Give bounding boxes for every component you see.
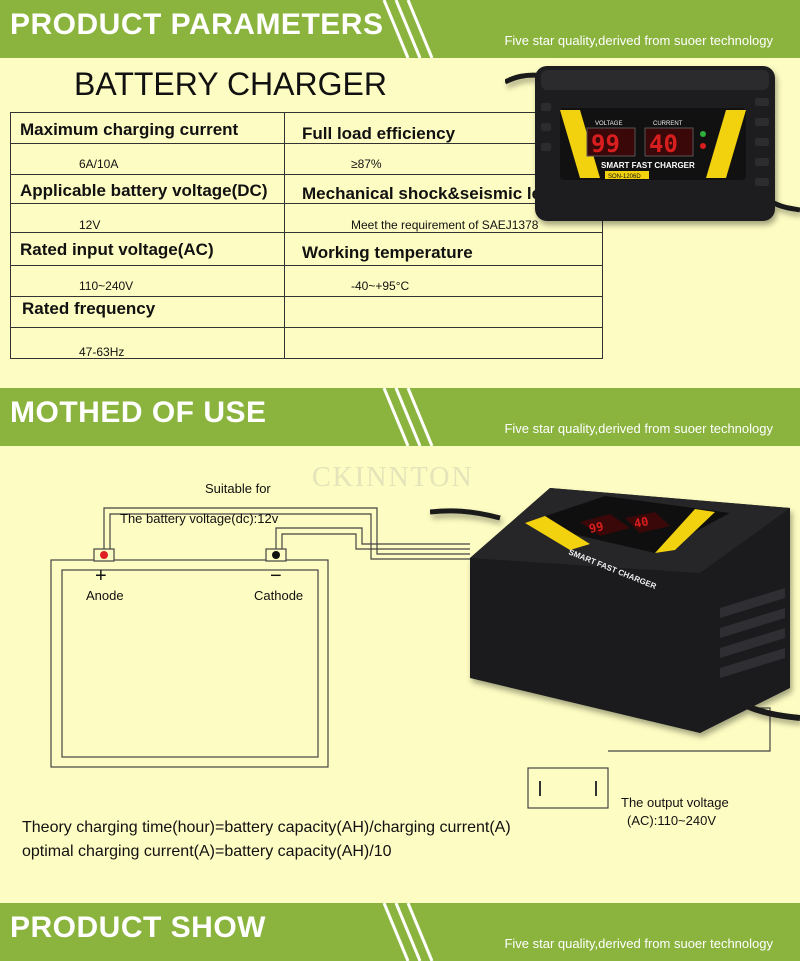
svg-text:40: 40	[633, 514, 650, 531]
svg-text:99: 99	[588, 519, 605, 536]
spec-value-shock-levels: Meet the requirement of SAEJ1378	[351, 218, 539, 232]
spec-value-battery-voltage: 12V	[79, 218, 101, 232]
cathode-label: Cathode	[254, 588, 304, 603]
banner-slash-decoration	[382, 388, 434, 446]
svg-text:40: 40	[649, 130, 678, 158]
spec-label-efficiency: Full load efficiency	[302, 124, 456, 143]
spec-label-frequency: Rated frequency	[22, 299, 156, 318]
formula-optimal-current: optimal charging current(A)=battery capa…	[22, 843, 392, 860]
spec-label-shock-levels: Mechanical shock&seismic levels	[302, 184, 575, 203]
anode-label: Anode	[86, 588, 124, 603]
svg-text:VOLTAGE: VOLTAGE	[595, 121, 622, 127]
spec-label-max-current: Maximum charging current	[20, 120, 239, 139]
banner-title: PRODUCT PARAMETERS	[10, 8, 384, 41]
spec-table	[10, 112, 603, 359]
spec-label-battery-voltage: Applicable battery voltage(DC)	[20, 181, 268, 200]
spec-value-efficiency: ≥87%	[351, 157, 382, 171]
svg-text:SON-1206D: SON-1206D	[608, 174, 641, 180]
spec-value-input-voltage: 110~240V	[79, 279, 134, 293]
battery-voltage-label: The battery voltage(dc):12v	[120, 511, 279, 526]
spec-label-working-temp: Working temperature	[302, 243, 473, 262]
svg-text:CURRENT: CURRENT	[653, 121, 683, 127]
banner-slash-decoration	[382, 903, 434, 961]
svg-text:SMART FAST CHARGER: SMART FAST CHARGER	[601, 161, 695, 170]
cathode-symbol: −	[270, 565, 282, 587]
banner-subtitle: Five star quality,derived from suoer tec…	[504, 33, 773, 48]
spec-value-max-current: 6A/10A	[79, 157, 119, 171]
spec-value-frequency: 47-63Hz	[79, 345, 125, 359]
product-title: BATTERY CHARGER	[74, 66, 387, 102]
svg-text:99: 99	[591, 130, 620, 158]
anode-symbol: +	[95, 565, 107, 587]
banner-subtitle: Five star quality,derived from suoer tec…	[504, 936, 773, 951]
charger-diagram-image: 99 40 SMART FAST CHARGER	[430, 488, 800, 733]
banner-slash-decoration	[382, 0, 434, 58]
output-voltage-label-line2: (AC):110~240V	[627, 813, 717, 828]
watermark: CKINNTON	[312, 462, 474, 493]
banner-method-of-use: MOTHED OF USE Five star quality,derived …	[0, 388, 800, 446]
spec-value-working-temp: -40~+95°C	[351, 279, 410, 293]
banner-title: PRODUCT SHOW	[10, 911, 266, 944]
formula-charging-time: Theory charging time(hour)=battery capac…	[22, 819, 511, 836]
charger-product-image: 99 40 VOLTAGE CURRENT SMART FAST CHARGER…	[505, 66, 800, 221]
banner-product-parameters: PRODUCT PARAMETERS Five star quality,der…	[0, 0, 800, 58]
banner-title: MOTHED OF USE	[10, 396, 267, 429]
output-voltage-label-line1: The output voltage	[621, 795, 729, 810]
banner-product-show: PRODUCT SHOW Five star quality,derived f…	[0, 903, 800, 961]
spec-label-input-voltage: Rated input voltage(AC)	[20, 240, 214, 259]
banner-subtitle: Five star quality,derived from suoer tec…	[504, 421, 773, 436]
suitable-for-label: Suitable for	[205, 481, 271, 496]
